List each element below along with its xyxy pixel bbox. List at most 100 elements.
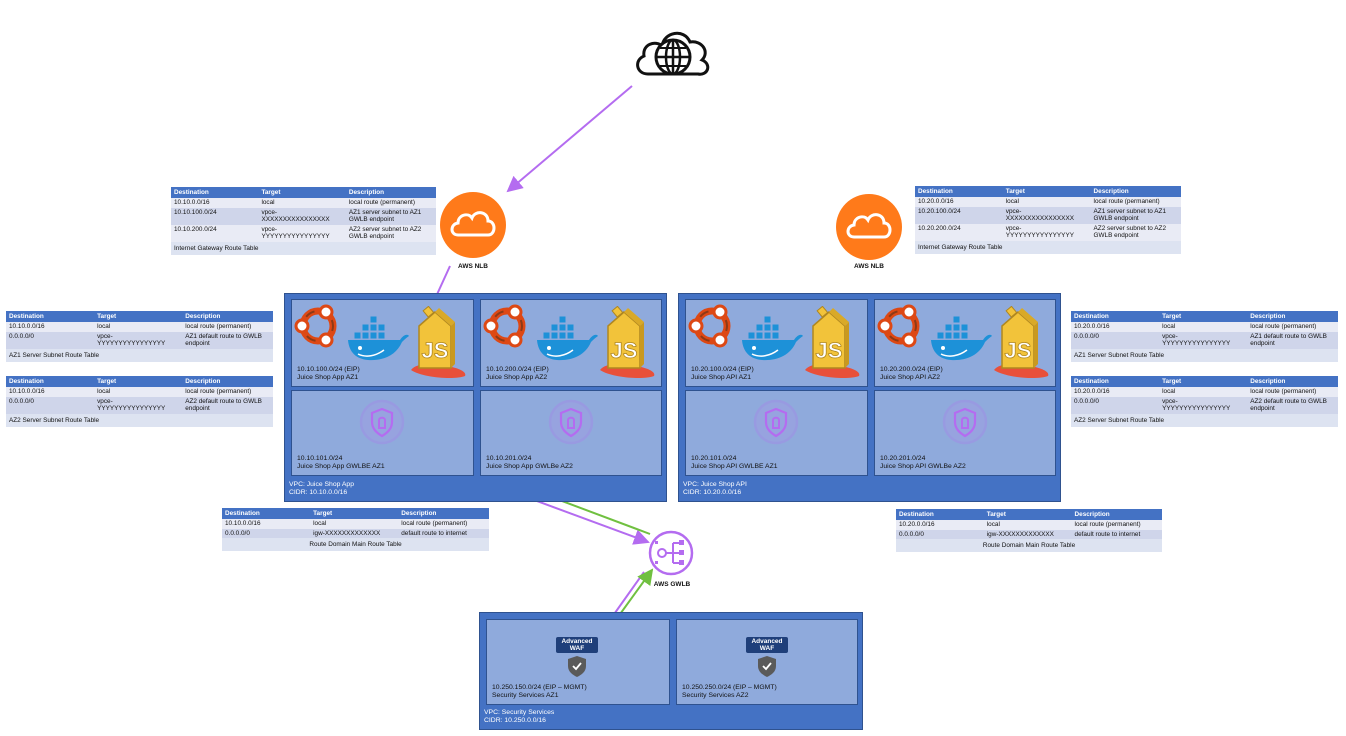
docker-icon bbox=[537, 315, 598, 361]
column-header: Destination bbox=[915, 186, 1003, 197]
table-cell: AZ1 default route to GWLB endpoint bbox=[1247, 331, 1338, 349]
table-cell: vpce-YYYYYYYYYYYYYYYY bbox=[94, 331, 183, 349]
table-cell: AZ2 server subnet to AZ2 GWLB endpoint bbox=[345, 224, 436, 242]
docker-icon-group bbox=[738, 315, 804, 367]
table-cell: local bbox=[310, 519, 399, 529]
table-cell: AZ2 server subnet to AZ2 GWLB endpoint bbox=[1090, 223, 1181, 241]
table-cell: 0.0.0.0/0 bbox=[1071, 331, 1160, 349]
ubuntu-icon bbox=[688, 304, 731, 348]
table-cell: 10.10.200.0/24 bbox=[171, 224, 259, 242]
column-header: Destination bbox=[896, 509, 984, 520]
table-cell: 10.20.100.0/24 bbox=[915, 206, 1003, 224]
route-table-caption: Internet Gateway Route Table bbox=[171, 241, 436, 255]
globe-cloud-icon bbox=[636, 31, 710, 76]
subnet-cidr: 10.20.101.0/24 bbox=[691, 455, 737, 462]
table-cell: 10.20.0.0/16 bbox=[915, 197, 1003, 207]
table-cell: 10.20.0.0/16 bbox=[1071, 387, 1160, 397]
juice-shop-icon: JS bbox=[805, 305, 860, 378]
column-header: Target bbox=[94, 376, 183, 387]
table-cell: igw-XXXXXXXXXXXXX bbox=[310, 528, 399, 538]
subnet-name: Juice Shop App AZ2 bbox=[486, 374, 548, 381]
juice-shop-icon-group: JS bbox=[407, 305, 469, 385]
juice-shop-icon-group: JS bbox=[990, 305, 1052, 385]
table-cell: 10.10.0.0/16 bbox=[6, 387, 95, 397]
subnet-name: Juice Shop App GWLBe AZ2 bbox=[486, 463, 573, 470]
vpc-cidr: CIDR: 10.250.0.0/16 bbox=[484, 717, 546, 724]
waf-shield-icon bbox=[568, 656, 586, 677]
shield-endpoint-icon bbox=[548, 399, 594, 445]
gwlb-endpoint-icon bbox=[752, 398, 800, 451]
table-cell: local route (permanent) bbox=[345, 198, 436, 208]
subnet-name: Security Services AZ2 bbox=[682, 692, 749, 699]
route-table-caption: AZ1 Server Subnet Route Table bbox=[1071, 348, 1338, 362]
column-header: Destination bbox=[6, 376, 95, 387]
table-cell: 0.0.0.0/0 bbox=[6, 331, 95, 349]
table-cell: vpce-YYYYYYYYYYYYYYYY bbox=[94, 396, 183, 414]
shield-endpoint-icon bbox=[359, 399, 405, 445]
table-cell: local route (permanent) bbox=[1071, 520, 1162, 530]
route-table-caption: Route Domain Main Route Table bbox=[896, 539, 1162, 552]
route-table-caption: AZ2 Server Subnet Route Table bbox=[6, 413, 273, 427]
shield-endpoint-icon bbox=[753, 399, 799, 445]
docker-icon-group bbox=[533, 315, 599, 367]
route-table-caption: AZ2 Server Subnet Route Table bbox=[1071, 413, 1338, 427]
column-header: Description bbox=[345, 187, 436, 198]
vpc-security-services: 10.250.150.0/24 (EIP – MGMT)Security Ser… bbox=[479, 612, 863, 730]
svg-text:JS: JS bbox=[611, 338, 638, 363]
vpc-name: VPC: Juice Shop App bbox=[289, 481, 354, 488]
subnet-cidr: 10.20.100.0/24 (EIP) bbox=[691, 366, 754, 373]
ubuntu-icon-group bbox=[294, 302, 342, 355]
table-cell: local bbox=[94, 387, 183, 397]
subnet-name: Juice Shop API GWLBE AZ1 bbox=[691, 463, 778, 470]
table-cell: vpce-YYYYYYYYYYYYYYYY bbox=[1159, 331, 1248, 349]
table-cell: local bbox=[94, 322, 183, 332]
subnet-name: Security Services AZ1 bbox=[492, 692, 559, 699]
juice-shop-icon: JS bbox=[994, 305, 1049, 378]
column-header: Destination bbox=[171, 187, 259, 198]
docker-icon-group bbox=[344, 315, 410, 367]
juice-shop-icon: JS bbox=[411, 305, 466, 378]
ubuntu-icon bbox=[877, 304, 920, 348]
column-header: Target bbox=[94, 311, 183, 322]
table-cell: 10.10.0.0/16 bbox=[171, 198, 259, 208]
subnet-cidr: 10.10.101.0/24 bbox=[297, 455, 343, 462]
table-cell: igw-XXXXXXXXXXXXX bbox=[983, 529, 1072, 539]
route-table-caption: Internet Gateway Route Table bbox=[915, 240, 1181, 254]
table-cell: AZ2 default route to GWLB endpoint bbox=[1247, 396, 1338, 414]
table-cell: default route to internet bbox=[398, 528, 489, 538]
vpc-cidr: CIDR: 10.20.0.0/16 bbox=[683, 489, 742, 496]
subnet-name: Juice Shop API AZ1 bbox=[691, 374, 752, 381]
ubuntu-icon bbox=[294, 304, 337, 348]
table-cell: 10.20.200.0/24 bbox=[915, 223, 1003, 241]
column-header: Target bbox=[258, 187, 346, 198]
column-header: Description bbox=[398, 508, 489, 519]
table-cell: local route (permanent) bbox=[398, 519, 489, 529]
subnet-name: Juice Shop API GWLBe AZ2 bbox=[880, 463, 966, 470]
route-table-caption: AZ1 Server Subnet Route Table bbox=[6, 348, 273, 362]
